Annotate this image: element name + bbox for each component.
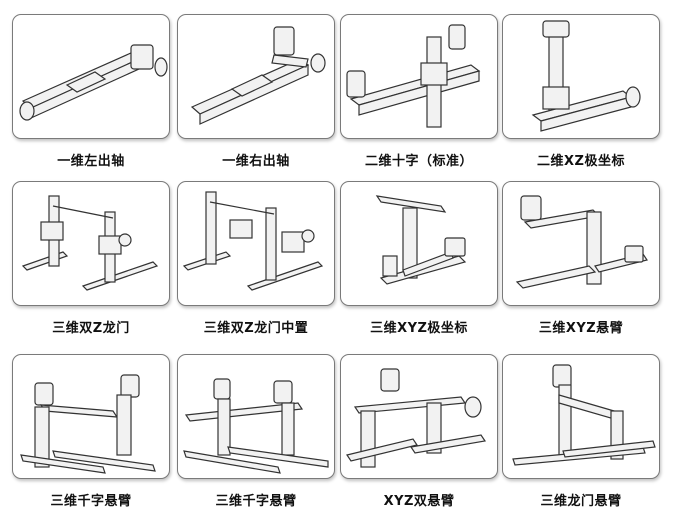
module-image-card — [502, 14, 660, 139]
module-tile[interactable]: 三维双Z龙门中置 — [177, 181, 335, 348]
xyz-polar-icon — [375, 195, 467, 285]
module-label: 三维双Z龙门 — [52, 321, 130, 336]
module-label: 三维双Z龙门中置 — [203, 321, 309, 336]
module-tile[interactable]: 三维双Z龙门 — [12, 181, 170, 348]
module-image-card — [177, 354, 335, 479]
module-image-card — [502, 181, 660, 306]
module-image-card — [177, 181, 335, 306]
module-tile[interactable]: 一维左出轴 — [12, 14, 170, 181]
module-label: 三维XYZ悬臂 — [538, 321, 624, 336]
module-label: 三维XYZ极坐标 — [370, 321, 468, 336]
xz-polar-icon — [531, 20, 641, 132]
module-tile[interactable]: XYZ双悬臂 — [340, 354, 498, 521]
module-tile[interactable]: 二维十字（标准） — [340, 14, 498, 181]
linear-module-right-shaft-icon — [190, 26, 326, 125]
module-image-card — [340, 354, 498, 479]
module-tile[interactable]: 三维XYZ悬臂 — [502, 181, 660, 348]
module-image-card — [502, 354, 660, 479]
module-label: 三维千字悬臂 — [50, 494, 132, 509]
module-label: XYZ双悬臂 — [383, 494, 455, 509]
module-image-card — [340, 181, 498, 306]
module-tile[interactable]: 三维XYZ极坐标 — [340, 181, 498, 348]
module-label: 二维XZ极坐标 — [537, 154, 625, 169]
qian-cantilever-2-icon — [183, 378, 329, 474]
module-tile[interactable]: 三维千字悬臂 — [177, 354, 335, 521]
linear-module-left-shaft-icon — [19, 44, 168, 121]
module-image-card — [12, 181, 170, 306]
module-label: 二维十字（标准） — [364, 154, 473, 169]
module-label: 三维龙门悬臂 — [540, 494, 622, 509]
xyz-cantilever-icon — [515, 195, 648, 289]
module-label: 一维左出轴 — [57, 154, 125, 169]
module-label: 一维右出轴 — [222, 154, 290, 169]
module-tile[interactable]: 三维千字悬臂 — [12, 354, 170, 521]
module-tile[interactable]: 一维右出轴 — [177, 14, 335, 181]
module-label: 三维千字悬臂 — [215, 494, 297, 509]
cross-2axis-icon — [346, 24, 481, 128]
qian-cantilever-icon — [20, 374, 156, 474]
module-image-card — [340, 14, 498, 139]
module-tile[interactable]: 二维XZ极坐标 — [502, 14, 660, 181]
gantry-double-z-center-icon — [182, 191, 324, 291]
module-grid: 一维左出轴 一维右出轴 — [12, 14, 660, 509]
gantry-cantilever-icon — [512, 364, 656, 466]
module-tile[interactable]: 三维龙门悬臂 — [502, 354, 660, 521]
module-image-card — [12, 354, 170, 479]
gantry-double-z-icon — [21, 195, 159, 291]
module-image-card — [177, 14, 335, 139]
module-image-card — [12, 14, 170, 139]
xyz-double-cantilever-icon — [346, 368, 487, 468]
